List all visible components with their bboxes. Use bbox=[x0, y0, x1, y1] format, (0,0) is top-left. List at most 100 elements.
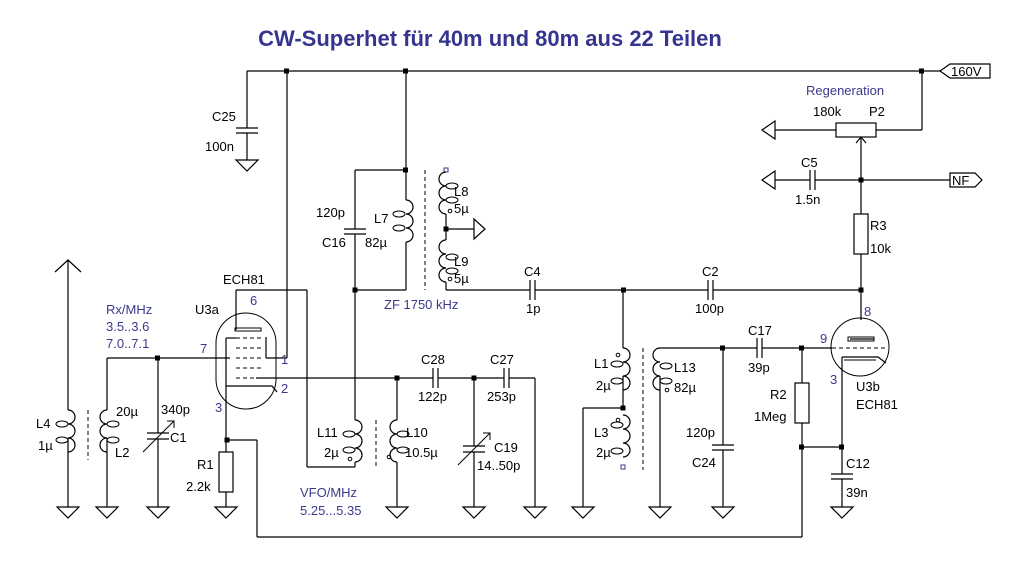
svg-text:L7: L7 bbox=[374, 211, 388, 226]
svg-text:C12: C12 bbox=[846, 456, 870, 471]
svg-text:C2: C2 bbox=[702, 264, 719, 279]
resistor-r3: R3 10k bbox=[853, 213, 891, 320]
svg-text:253p: 253p bbox=[487, 389, 516, 404]
supply-label: 160V bbox=[951, 64, 982, 79]
ground-icon bbox=[571, 506, 595, 519]
svg-text:C16: C16 bbox=[322, 235, 346, 250]
ground-icon bbox=[235, 159, 259, 172]
svg-text:2.2k: 2.2k bbox=[186, 479, 211, 494]
svg-text:100p: 100p bbox=[695, 301, 724, 316]
vfo-title: VFO/MHz bbox=[300, 485, 357, 500]
svg-text:C17: C17 bbox=[748, 323, 772, 338]
svg-text:5µ: 5µ bbox=[454, 271, 469, 286]
svg-text:10k: 10k bbox=[870, 241, 891, 256]
input-tank-l2-c1: 20µ L2 340p C1 bbox=[95, 355, 230, 519]
svg-text:L2: L2 bbox=[115, 445, 129, 460]
svg-text:180k: 180k bbox=[813, 104, 842, 119]
svg-text:C4: C4 bbox=[524, 264, 541, 279]
svg-text:1.5n: 1.5n bbox=[795, 192, 820, 207]
svg-text:2µ: 2µ bbox=[324, 445, 339, 460]
svg-text:10.5µ: 10.5µ bbox=[405, 445, 438, 460]
ground-icon bbox=[711, 506, 735, 519]
svg-text:20µ: 20µ bbox=[116, 404, 138, 419]
svg-text:3: 3 bbox=[830, 372, 837, 387]
svg-text:2: 2 bbox=[281, 381, 288, 396]
regeneration-label: Regeneration bbox=[806, 83, 884, 98]
rx-title: Rx/MHz bbox=[106, 302, 152, 317]
svg-text:120p: 120p bbox=[686, 425, 715, 440]
svg-text:39p: 39p bbox=[748, 360, 770, 375]
supply-160v-port: 160V bbox=[938, 63, 991, 79]
svg-text:C24: C24 bbox=[692, 455, 716, 470]
svg-text:R1: R1 bbox=[197, 457, 214, 472]
schematic-title: CW-Superhet für 40m und 80m aus 22 Teile… bbox=[258, 26, 722, 51]
svg-text:ECH81: ECH81 bbox=[856, 397, 898, 412]
tube-u3b: 8 9 3 U3b ECH81 bbox=[820, 304, 898, 447]
svg-text:2µ: 2µ bbox=[596, 445, 611, 460]
svg-text:2µ: 2µ bbox=[596, 378, 611, 393]
potentiometer-p2: Regeneration 180k P2 bbox=[760, 71, 923, 216]
svg-text:L9: L9 bbox=[454, 254, 468, 269]
svg-text:P2: P2 bbox=[869, 104, 885, 119]
svg-text:39n: 39n bbox=[846, 485, 868, 500]
svg-text:7: 7 bbox=[200, 341, 207, 356]
svg-text:L11: L11 bbox=[317, 425, 338, 440]
svg-text:L1: L1 bbox=[594, 356, 608, 371]
svg-text:U3b: U3b bbox=[856, 379, 880, 394]
svg-text:L13: L13 bbox=[674, 360, 696, 375]
svg-text:5µ: 5µ bbox=[454, 201, 469, 216]
ground-icon bbox=[56, 506, 80, 519]
svg-text:1p: 1p bbox=[526, 301, 540, 316]
svg-text:14..50p: 14..50p bbox=[477, 458, 520, 473]
svg-text:R3: R3 bbox=[870, 218, 887, 233]
capacitor-c5: C5 1.5n bbox=[760, 155, 950, 207]
supply-rail bbox=[247, 68, 940, 74]
ground-icon bbox=[95, 506, 119, 519]
svg-text:6: 6 bbox=[250, 293, 257, 308]
ground-icon bbox=[830, 506, 854, 519]
svg-text:82µ: 82µ bbox=[674, 380, 696, 395]
svg-text:L8: L8 bbox=[454, 184, 468, 199]
vfo-range: 5.25...5.35 bbox=[300, 503, 361, 518]
svg-text:1Meg: 1Meg bbox=[754, 409, 787, 424]
svg-text:100n: 100n bbox=[205, 139, 234, 154]
svg-text:C19: C19 bbox=[494, 440, 518, 455]
output-label: NF bbox=[952, 173, 969, 188]
ground-icon bbox=[146, 506, 170, 519]
ground-icon bbox=[648, 506, 672, 519]
svg-text:340p: 340p bbox=[161, 402, 190, 417]
svg-text:120p: 120p bbox=[316, 205, 345, 220]
vfo-capacitors: C28 122p C27 253p C19 14..50p bbox=[394, 352, 547, 519]
svg-text:L4: L4 bbox=[36, 416, 50, 431]
ground-icon bbox=[214, 506, 238, 519]
svg-text:L10: L10 bbox=[406, 425, 428, 440]
svg-text:1: 1 bbox=[281, 352, 288, 367]
svg-text:82µ: 82µ bbox=[365, 235, 387, 250]
if-coupling-line: C4 1p C2 100p bbox=[446, 264, 864, 316]
antenna-icon bbox=[54, 259, 82, 273]
svg-text:C1: C1 bbox=[170, 430, 187, 445]
capacitor-c25: C25 100n bbox=[205, 71, 259, 172]
antenna-l4: L4 1µ bbox=[36, 259, 89, 519]
ground-icon bbox=[523, 506, 547, 519]
svg-text:R2: R2 bbox=[770, 387, 787, 402]
svg-text:122p: 122p bbox=[418, 389, 447, 404]
svg-text:U3a: U3a bbox=[195, 302, 220, 317]
audio-output-port: NF bbox=[949, 172, 983, 188]
svg-text:C28: C28 bbox=[421, 352, 445, 367]
ground-icon bbox=[385, 506, 409, 519]
svg-text:L3: L3 bbox=[594, 425, 608, 440]
if-frequency-label: ZF 1750 kHz bbox=[384, 297, 458, 312]
svg-text:1µ: 1µ bbox=[38, 438, 53, 453]
svg-text:8: 8 bbox=[864, 304, 871, 319]
svg-text:3: 3 bbox=[215, 400, 222, 415]
svg-text:9: 9 bbox=[820, 331, 827, 346]
rx-band-40m: 7.0..7.1 bbox=[106, 336, 149, 351]
svg-text:ECH81: ECH81 bbox=[223, 272, 265, 287]
grid-network: C17 39p R2 1Meg C12 39n bbox=[660, 323, 870, 537]
if-secondary-l8-l9: L8 5µ L9 5µ bbox=[424, 167, 486, 290]
vfo-l11-l10: L11 2µ L10 10.5µ bbox=[317, 378, 438, 519]
rx-band-80m: 3.5..3.6 bbox=[106, 319, 149, 334]
svg-text:C27: C27 bbox=[490, 352, 514, 367]
